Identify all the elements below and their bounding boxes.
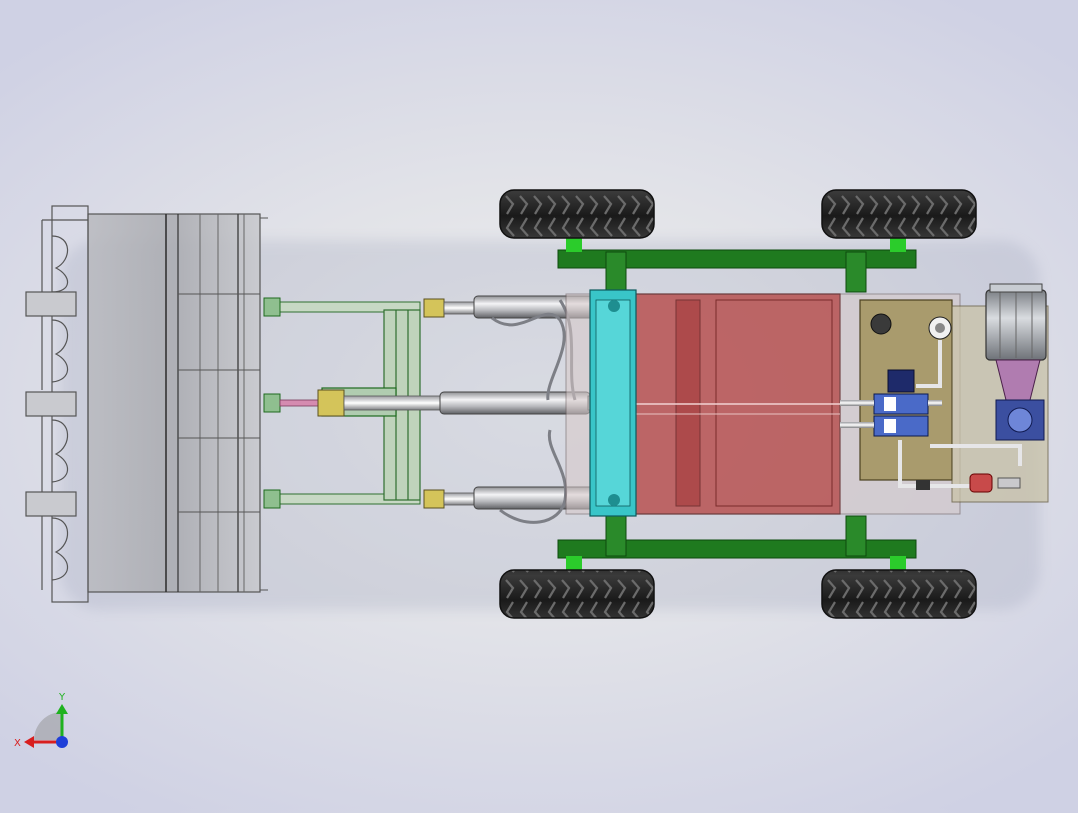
tire-front-left[interactable] xyxy=(499,189,655,239)
y-axis-label: Y xyxy=(58,692,66,703)
hydraulic-pipes xyxy=(898,340,1022,488)
bucket-teeth xyxy=(25,219,88,590)
x-axis-label: X xyxy=(14,738,21,749)
pipe-fittings xyxy=(916,473,1021,493)
gauge-icon xyxy=(870,313,892,335)
z-axis-dot xyxy=(56,736,68,748)
tilt-cylinder[interactable] xyxy=(279,389,603,417)
bucket[interactable] xyxy=(51,205,268,603)
axle-front[interactable] xyxy=(557,238,917,293)
tire-rear-left[interactable] xyxy=(499,569,655,619)
axle-rear[interactable] xyxy=(557,515,917,570)
hydraulic-manifold[interactable] xyxy=(589,289,637,517)
coordinate-triad-icon: Y X xyxy=(14,692,68,749)
control-valve[interactable] xyxy=(840,369,942,437)
electric-motor[interactable] xyxy=(985,283,1047,361)
battery-box[interactable] xyxy=(633,293,841,515)
tire-front-right[interactable] xyxy=(821,189,977,239)
tire-rear-right[interactable] xyxy=(821,569,977,619)
hydraulic-pump[interactable] xyxy=(995,359,1045,441)
